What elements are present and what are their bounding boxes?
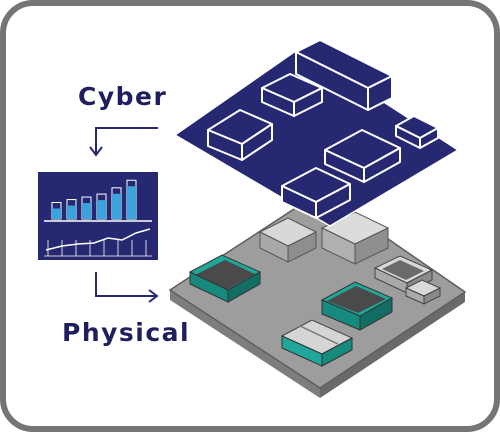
- physical-label: Physical: [62, 318, 191, 347]
- analytics-bar: [112, 193, 121, 219]
- arrow-analytics-to-physical: [95, 272, 159, 303]
- cyber-platform: [173, 39, 460, 227]
- analytics-bars: [51, 179, 137, 220]
- analytics-panel: [38, 172, 158, 260]
- physical-building-left: [188, 254, 262, 303]
- cyber-label: Cyber: [78, 82, 168, 111]
- cyber-building-right: [324, 129, 401, 183]
- cyber-building-bottom: [281, 167, 351, 219]
- analytics-bar: [82, 203, 91, 219]
- cyber-building-top: [295, 39, 393, 111]
- physical-block-back-1: [258, 217, 318, 263]
- physical-building-right-small: [373, 255, 442, 305]
- analytics-bar: [127, 186, 136, 219]
- physical-building-front: [280, 319, 354, 367]
- analytics-trend-line: [45, 228, 151, 251]
- analytics-bar: [52, 208, 61, 219]
- analytics-bar: [67, 205, 76, 219]
- cyber-building-far-right: [395, 115, 439, 149]
- cyber-building-upper-left: [261, 73, 323, 117]
- arrow-cyber-to-analytics: [89, 127, 158, 157]
- cyber-building-left: [207, 109, 273, 161]
- physical-building-right: [320, 281, 394, 331]
- analytics-bar: [97, 200, 106, 219]
